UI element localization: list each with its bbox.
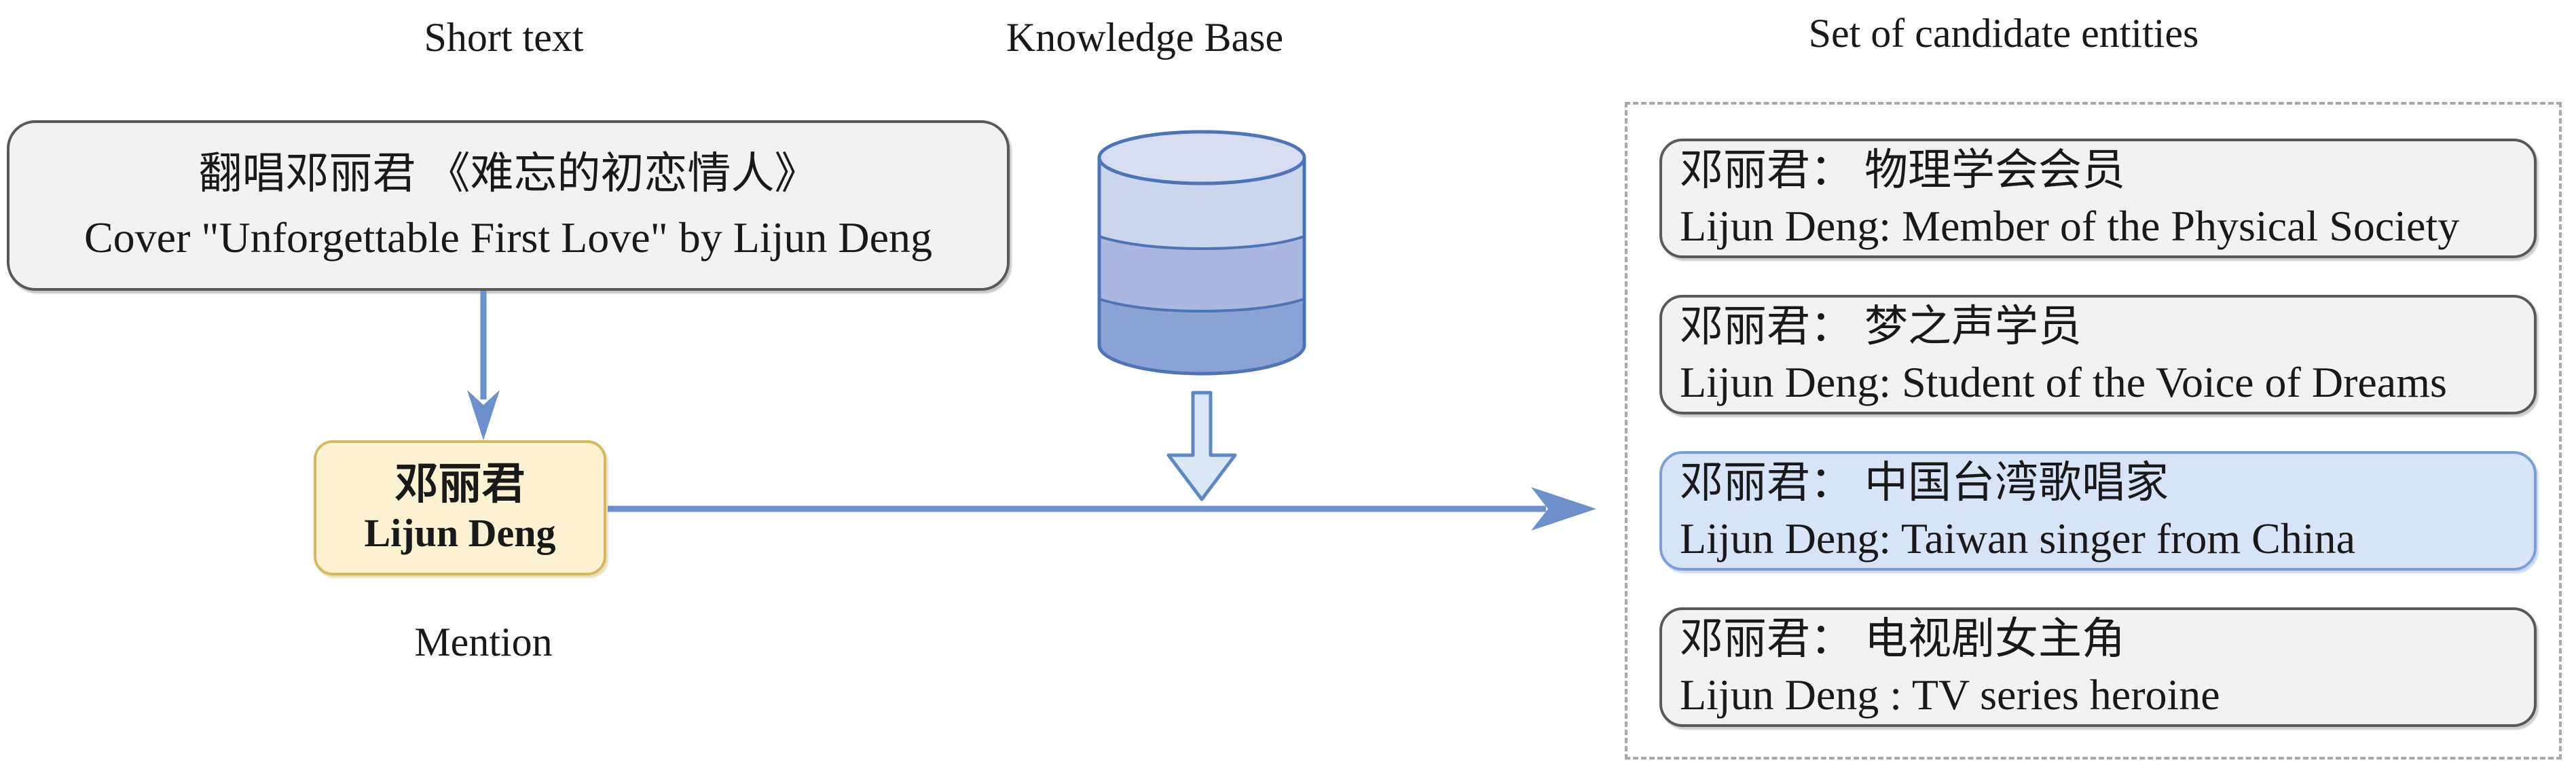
candidate-entity-box-2: 邓丽君： 梦之声学员 Lijun Deng: Student of the Vo…: [1659, 295, 2537, 414]
database-cylinder-icon: [1097, 130, 1306, 376]
short-text-to-mention-arrow-icon: [467, 291, 500, 440]
candidate-1-text-zh: 邓丽君： 物理学会会员: [1680, 146, 2125, 195]
candidate-3-text-en: Lijun Deng: Taiwan singer from China: [1680, 514, 2356, 563]
mention-to-candidates-arrow-icon: [608, 487, 1596, 531]
mention-caption: Mention: [414, 620, 553, 664]
short-text-line-zh: 翻唱邓丽君 《难忘的初恋情人》: [198, 149, 818, 198]
mention-text-en: Lijun Deng: [364, 510, 556, 555]
cylinder-top-ellipse: [1097, 130, 1306, 185]
short-text-header: Short text: [424, 15, 584, 60]
candidate-1-text-en: Lijun Deng: Member of the Physical Socie…: [1680, 202, 2460, 250]
candidate-4-text-en: Lijun Deng : TV series heroine: [1680, 671, 2220, 719]
candidate-3-text-zh: 邓丽君： 中国台湾歌唱家: [1680, 459, 2169, 507]
knowledge-base-header: Knowledge Base: [1006, 15, 1284, 60]
candidate-2-text-en: Lijun Deng: Student of the Voice of Drea…: [1680, 358, 2447, 406]
candidate-entity-box-1: 邓丽君： 物理学会会员 Lijun Deng: Member of the Ph…: [1659, 139, 2537, 258]
candidate-entities-container: 邓丽君： 物理学会会员 Lijun Deng: Member of the Ph…: [1625, 102, 2562, 760]
mention-box: 邓丽君 Lijun Deng: [314, 440, 606, 575]
short-text-box: 翻唱邓丽君 《难忘的初恋情人》 Cover "Unforgettable Fir…: [7, 120, 1010, 291]
candidate-entity-box-3-highlighted: 邓丽君： 中国台湾歌唱家 Lijun Deng: Taiwan singer f…: [1659, 451, 2537, 571]
candidate-2-text-zh: 邓丽君： 梦之声学员: [1680, 302, 2082, 351]
kb-retrieval-block-arrow-icon: [1166, 391, 1237, 501]
candidate-4-text-zh: 邓丽君： 电视剧女主角: [1680, 615, 2125, 664]
candidate-entities-header: Set of candidate entities: [1808, 11, 2199, 56]
candidate-entity-box-4: 邓丽君： 电视剧女主角 Lijun Deng : TV series heroi…: [1659, 607, 2537, 727]
mention-text-zh: 邓丽君: [394, 460, 526, 509]
short-text-line-en: Cover "Unforgettable First Love" by Liju…: [84, 213, 933, 262]
